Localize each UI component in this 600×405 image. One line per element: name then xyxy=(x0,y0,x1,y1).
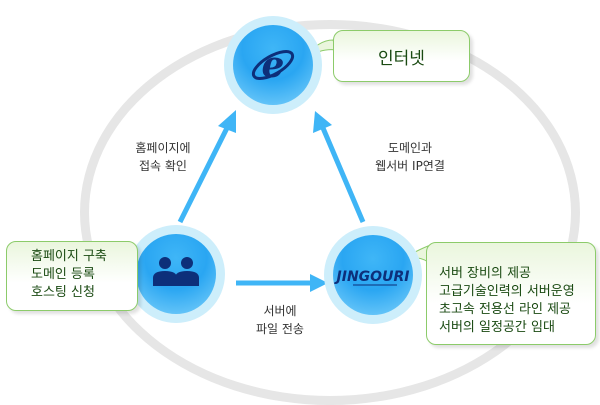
arrow-label-customer-to-internet: 홈페이지에 접속 확인 xyxy=(118,139,208,175)
arrow-label-line: 서버에 xyxy=(263,304,297,318)
jingouri-line: 초고속 전용선 라인 제공 xyxy=(439,302,571,317)
jingouri-line: 서버의 일정공간 임대 xyxy=(439,320,555,335)
arrow-jingouri-to-internet xyxy=(313,111,366,223)
arrow-label-line: 접속 확인 xyxy=(139,159,187,173)
internet-node: e xyxy=(224,16,322,114)
internet-explorer-icon: e xyxy=(251,44,295,86)
jingouri-logo: JINGOURI xyxy=(334,269,410,286)
jingouri-line: 고급기술인력의 서버운영 xyxy=(439,284,575,299)
svg-text:e: e xyxy=(262,44,285,86)
arrow-label-line: 도메인과 xyxy=(387,141,433,155)
arrow-label-line: 홈페이지에 xyxy=(135,141,191,155)
jingouri-node: JINGOURI xyxy=(324,226,422,324)
arrow-customer-to-jingouri xyxy=(236,274,328,292)
customer-line: 도메인 등록 xyxy=(31,267,95,282)
jingouri-bubble: 서버 장비의 제공 고급기술인력의 서버운영 초고속 전용선 라인 제공 서버의… xyxy=(426,242,596,345)
customer-node xyxy=(127,225,225,323)
cycle-ring xyxy=(80,20,580,405)
users-icon xyxy=(153,257,199,286)
customer-line: 홈페이지 구축 xyxy=(31,249,107,264)
arrow-label-customer-to-jingouri: 서버에 파일 전송 xyxy=(240,302,320,338)
arrow-label-jingouri-to-internet: 도메인과 웹서버 IP연결 xyxy=(360,139,460,175)
internet-label: 인터넷 xyxy=(378,48,425,69)
svg-text:JINGOURI: JINGOURI xyxy=(334,269,410,285)
customer-line: 호스팅 신청 xyxy=(31,285,95,300)
arrow-label-line: 파일 전송 xyxy=(256,322,304,336)
internet-bubble: 인터넷 xyxy=(333,30,470,82)
customer-bubble: 홈페이지 구축 도메인 등록 호스팅 신청 xyxy=(6,241,138,311)
jingouri-line: 서버 장비의 제공 xyxy=(439,266,531,281)
arrow-customer-to-internet xyxy=(177,110,236,224)
arrow-label-line: 웹서버 IP연결 xyxy=(375,159,445,173)
